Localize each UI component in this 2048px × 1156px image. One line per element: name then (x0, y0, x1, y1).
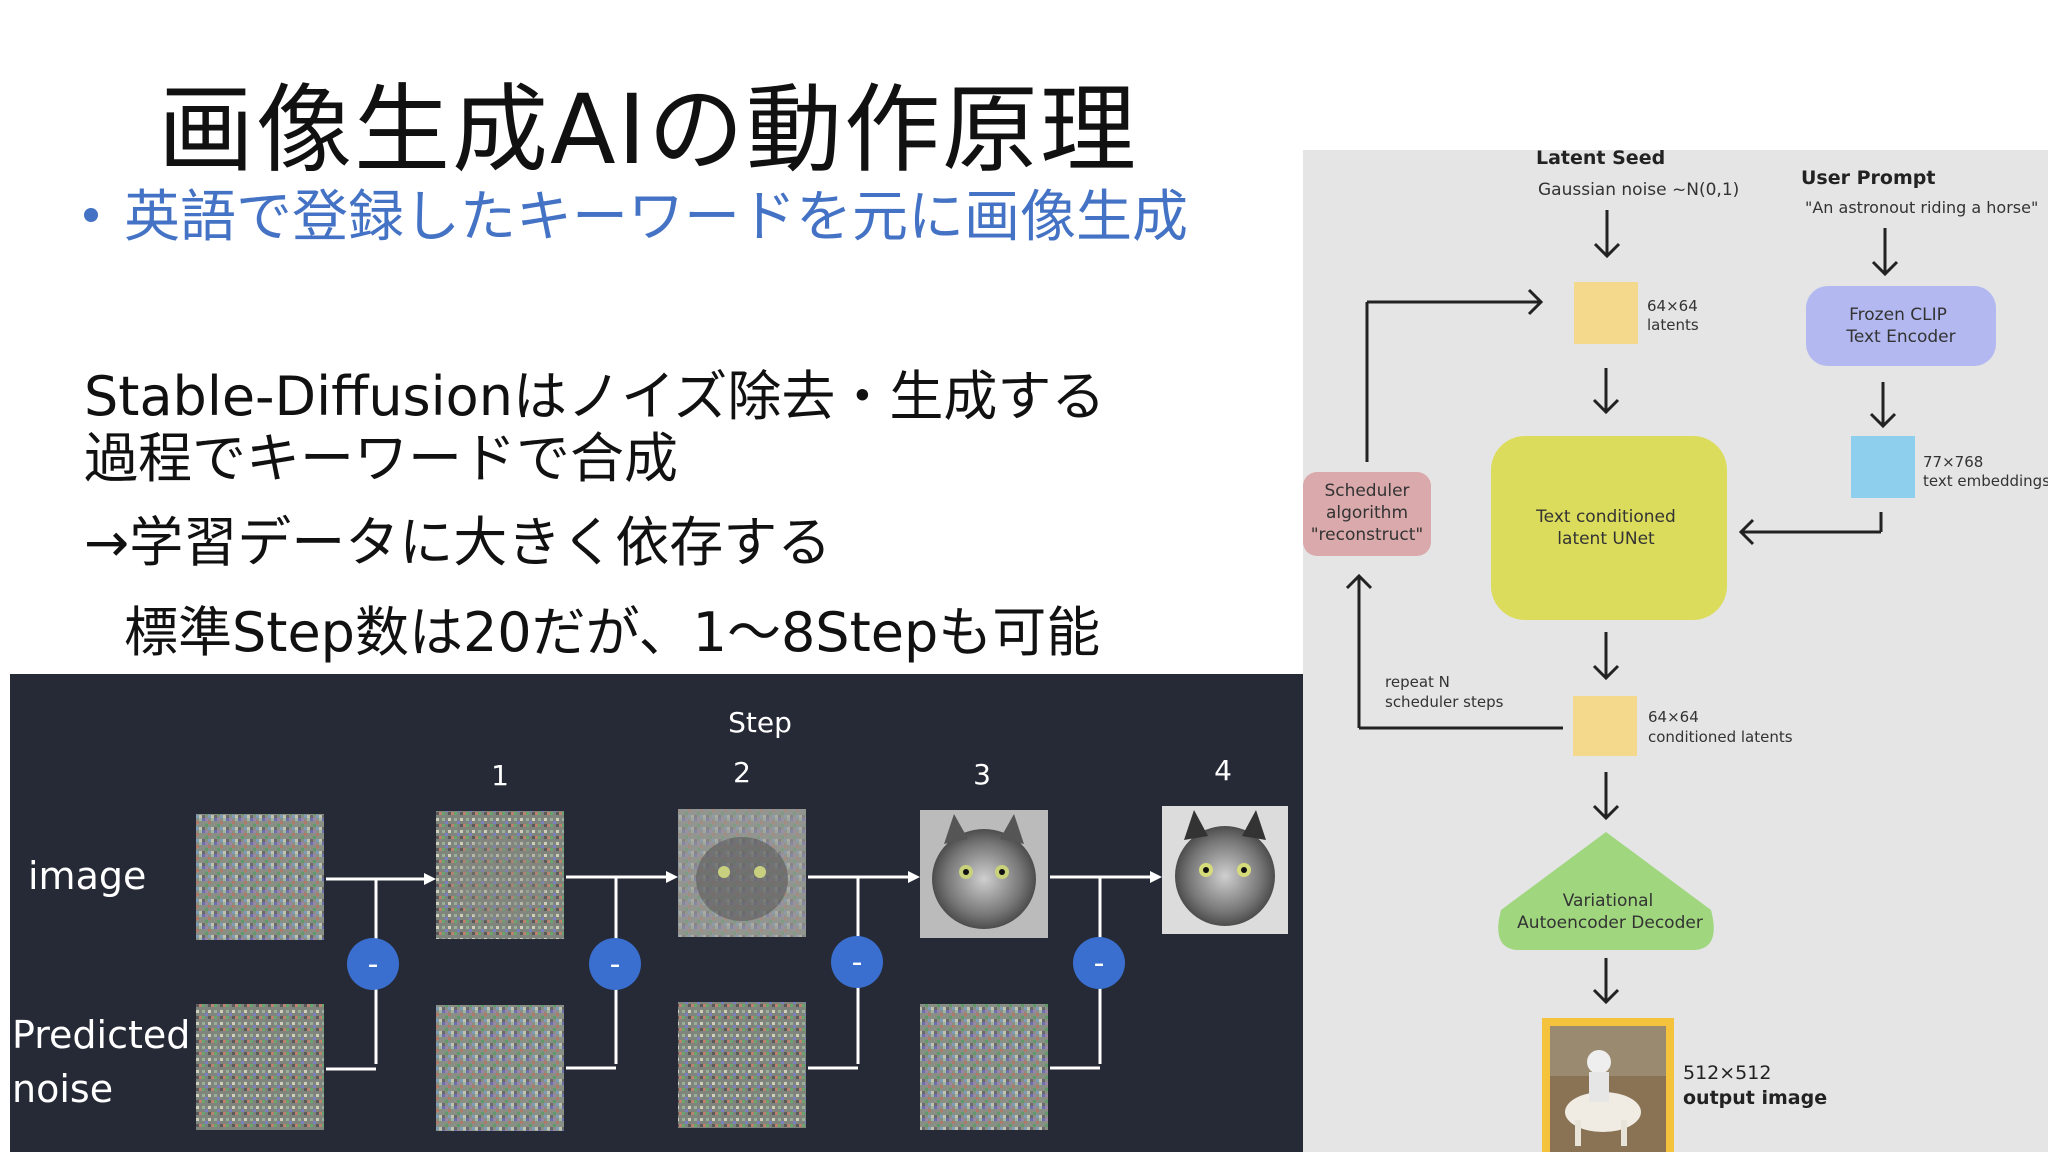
image-step-2 (678, 809, 806, 937)
image-step-3 (920, 810, 1048, 938)
stable-diffusion-flow-diagram: Latent Seed Gaussian noise ~N(0,1) User … (1303, 147, 2048, 1152)
noise-step-0 (196, 1004, 324, 1130)
cond-label-2: conditioned latents (1648, 728, 1793, 746)
vae-label-1: Variational (1563, 891, 1654, 911)
scheduler-label-1: Scheduler (1324, 481, 1409, 501)
minus-circle-3: - (831, 936, 883, 988)
clip-label-2: Text Encoder (1845, 327, 1955, 347)
step-number-2: 2 (733, 756, 751, 789)
flow-svg: Latent Seed Gaussian noise ~N(0,1) User … (1303, 147, 2048, 1152)
embeddings-label-1: 77×768 (1923, 453, 1983, 471)
output-label-1: 512×512 (1683, 1062, 1771, 1084)
unet-box (1491, 436, 1727, 620)
image-step-1 (436, 811, 564, 939)
body-line-1: Stable-Diffusionはノイズ除去・生成する (84, 365, 1106, 428)
latent-seed-title: Latent Seed (1536, 150, 1665, 169)
svg-text:-: - (1094, 946, 1105, 981)
step-number-3: 3 (973, 758, 991, 791)
bullet-text: 英語で登録したキーワードを元に画像生成 (124, 185, 1188, 250)
minus-circle-1: - (347, 938, 399, 990)
noise-step-1 (436, 1005, 564, 1131)
user-prompt-text: "An astronout riding a horse" (1805, 198, 2038, 217)
row-label-image: image (28, 854, 146, 898)
noise-step-3 (920, 1004, 1048, 1130)
cond-label-1: 64×64 (1648, 708, 1699, 726)
steps-svg: Step 1 2 3 4 image Predicted noise (12, 706, 1288, 1131)
vae-label-2: Autoencoder Decoder (1517, 913, 1703, 933)
step-number-4: 4 (1214, 754, 1232, 787)
text-embeddings-box (1851, 436, 1915, 498)
denoising-steps-figure: Step 1 2 3 4 image Predicted noise (10, 674, 1305, 1152)
repeat-label-2: scheduler steps (1385, 693, 1504, 711)
scheduler-label-3: "reconstruct" (1311, 525, 1424, 545)
minus-circle-2: - (589, 938, 641, 990)
vae-decoder-shape (1498, 832, 1714, 950)
clip-encoder-box (1806, 286, 1996, 366)
svg-text:-: - (368, 947, 379, 982)
output-label-2: output image (1683, 1087, 1827, 1109)
minus-circle-4: - (1073, 937, 1125, 989)
unet-label-1: Text conditioned (1535, 507, 1676, 527)
embeddings-label-2: text embeddings (1923, 472, 2048, 490)
latent-seed-sub: Gaussian noise ~N(0,1) (1538, 180, 1739, 200)
scheduler-label-2: algorithm (1326, 503, 1408, 523)
user-prompt-title: User Prompt (1801, 167, 1935, 189)
step-number-1: 1 (491, 759, 509, 792)
slide-title: 画像生成AIの動作原理 (158, 74, 1138, 186)
latents-label-2: latents (1647, 316, 1699, 334)
body-line-3: →学習データに大きく依存する (84, 511, 832, 574)
clip-label-1: Frozen CLIP (1849, 305, 1947, 325)
scheduler-box (1303, 472, 1431, 556)
repeat-label-1: repeat N (1385, 673, 1450, 691)
latents-box (1574, 282, 1638, 344)
noise-step-2 (678, 1002, 806, 1128)
bullet-dot (84, 207, 98, 222)
image-step-4 (1162, 806, 1288, 934)
conditioned-latents-box (1573, 696, 1637, 756)
image-step-0 (196, 814, 324, 940)
svg-text:-: - (610, 947, 621, 982)
row-label-noise: noise (12, 1067, 113, 1111)
row-label-predicted: Predicted (12, 1013, 190, 1057)
body-line-2: 過程でキーワードで合成 (84, 427, 678, 490)
unet-label-2: latent UNet (1557, 529, 1655, 549)
bullet-point: 英語で登録したキーワードを元に画像生成 (84, 172, 1188, 253)
latents-label-1: 64×64 (1647, 297, 1698, 315)
step-header: Step (728, 706, 792, 739)
flow-arrows (1345, 210, 1899, 1005)
output-image (1542, 1018, 1674, 1152)
svg-text:-: - (852, 945, 863, 980)
step-arrowheads (424, 871, 1162, 885)
body-line-4: 標準Step数は20だが、1〜8Stepも可能 (124, 601, 1101, 664)
